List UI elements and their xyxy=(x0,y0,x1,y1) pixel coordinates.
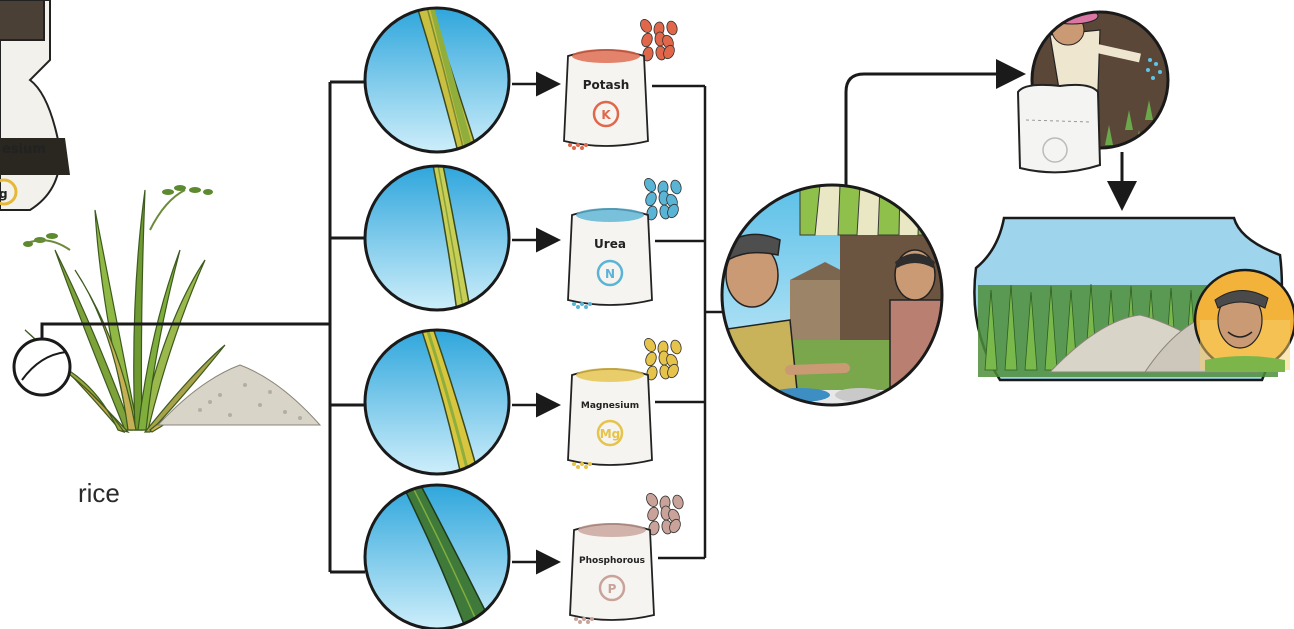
spilled-granule xyxy=(576,143,580,147)
fertilizer-granule xyxy=(646,205,658,221)
spilled-granule xyxy=(584,465,588,469)
nutrient-symbol-ring xyxy=(596,259,624,287)
nutrient-symbol: P xyxy=(608,582,617,596)
fertilizer-granule xyxy=(642,46,654,62)
fertilizer-granule xyxy=(669,518,681,534)
harvest-scene xyxy=(973,216,1294,382)
fertilizer-granule xyxy=(646,365,658,381)
spilled-granule xyxy=(578,620,582,624)
leaf-symptom-potash xyxy=(363,6,511,154)
bag-contents xyxy=(572,49,640,63)
bag-contents xyxy=(576,208,644,222)
connector-lines-left xyxy=(40,80,365,574)
connector-lines-right xyxy=(652,84,722,560)
bag-contents xyxy=(576,368,644,382)
fertilizer-granule xyxy=(645,351,657,367)
bag-label: Potash xyxy=(583,78,630,92)
spilled-granule xyxy=(580,302,584,306)
nutrient-symbol-ring xyxy=(596,419,624,447)
fertilizer-granule xyxy=(645,191,657,207)
leaf-symptom-urea xyxy=(363,164,511,312)
leaf-symptom-magnesium xyxy=(363,328,511,476)
arrow-to-farmer xyxy=(844,59,1026,186)
spilled-granule xyxy=(588,302,592,306)
fertilizer-granule xyxy=(646,493,658,507)
spilled-granule xyxy=(574,617,578,621)
bag-contents xyxy=(578,523,646,537)
partial-bag-label: esium xyxy=(2,142,46,157)
fertilizer-granule xyxy=(667,363,679,379)
farmer-applying-fertilizer xyxy=(1016,10,1170,174)
nutrient-symbol-ring xyxy=(598,574,626,602)
spilled-granule xyxy=(580,146,584,150)
spilled-granule xyxy=(568,143,572,147)
bag-body xyxy=(567,368,653,466)
fertilizer-granule xyxy=(647,506,659,522)
spilled-granule xyxy=(572,462,576,466)
bag-body xyxy=(567,208,653,306)
bag-body xyxy=(569,523,655,621)
nutrient-symbol-ring xyxy=(592,100,620,128)
bag-label: Urea xyxy=(594,237,626,251)
spilled-granule xyxy=(580,462,584,466)
spilled-granule xyxy=(582,617,586,621)
fertilizer-granule xyxy=(644,338,656,352)
fertilizer-granule xyxy=(670,339,682,355)
nutrient-symbol: N xyxy=(605,267,615,281)
crop-label: rice xyxy=(78,478,120,508)
spilled-granule xyxy=(584,143,588,147)
nutrient-symbol: Mg xyxy=(600,427,621,441)
spilled-granule xyxy=(588,462,592,466)
spilled-granule xyxy=(576,465,580,469)
fertilizer-granule xyxy=(641,32,653,48)
partial-bag-symbol: g xyxy=(0,187,8,201)
spilled-granule xyxy=(586,620,590,624)
fertilizer-granule xyxy=(667,203,679,219)
bag-body xyxy=(563,49,649,147)
shop-scene xyxy=(720,183,944,407)
spilled-granule xyxy=(572,146,576,150)
fertilizer-granule xyxy=(644,178,656,192)
arrows-to-bags xyxy=(512,71,561,575)
spilled-granule xyxy=(576,305,580,309)
partial-magnesium-bag: esium g xyxy=(0,0,70,211)
bag-label: Magnesium xyxy=(581,401,639,411)
fertilizer-granule xyxy=(648,520,660,536)
leaf-symptom-phosphorous xyxy=(363,483,511,629)
fertilizer-granule xyxy=(666,20,678,36)
fertilizer-granule xyxy=(640,19,652,33)
fertilizer-granule xyxy=(663,44,675,60)
spilled-granule xyxy=(590,617,594,621)
fertilizer-granule xyxy=(670,179,682,195)
fertilizer-granule xyxy=(672,494,684,510)
spilled-granule xyxy=(572,302,576,306)
nutrient-symbol: K xyxy=(601,108,611,122)
bag-label: Phosphorous xyxy=(579,556,645,566)
magnifier-icon xyxy=(12,337,72,397)
rice-grain-pile xyxy=(156,364,322,426)
spilled-granule xyxy=(584,305,588,309)
